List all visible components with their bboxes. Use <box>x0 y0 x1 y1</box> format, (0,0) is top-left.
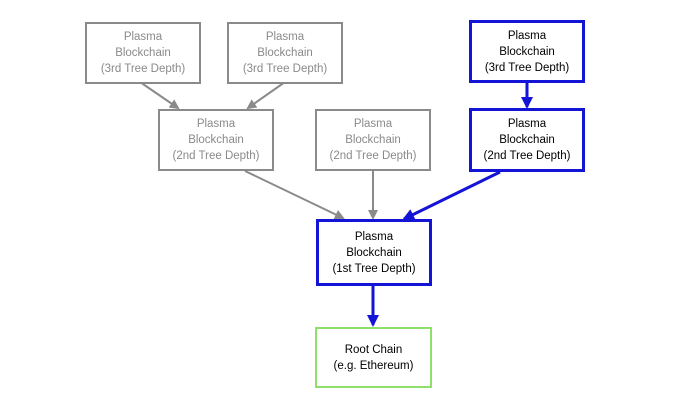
node-label-line1: Plasma <box>265 31 305 43</box>
node-2nd-depth-b: Plasma Blockchain (2nd Tree Depth) <box>315 109 431 171</box>
node-label-line1: Plasma <box>354 230 394 243</box>
node-label-line1: Plasma <box>123 31 163 43</box>
node-label-line2: Blockchain <box>188 134 244 146</box>
node-label-line2: (e.g. Ethereum) <box>333 359 414 372</box>
node-label-line2: Blockchain <box>115 47 171 59</box>
node-label-line3: (3rd Tree Depth) <box>242 63 328 75</box>
node-label-line2: Blockchain <box>499 134 555 146</box>
node-label-line3: (2nd Tree Depth) <box>329 150 417 162</box>
node-label-line2: Blockchain <box>346 246 402 259</box>
node-root-chain: Root Chain (e.g. Ethereum) <box>315 327 432 388</box>
edge-3b-to-2a <box>246 81 286 110</box>
node-label-line1: Plasma <box>507 118 547 130</box>
node-label-line3: (1st Tree Depth) <box>332 262 416 275</box>
node-3rd-depth-a: Plasma Blockchain (3rd Tree Depth) <box>85 22 201 84</box>
node-label-line2: Blockchain <box>257 47 313 59</box>
node-label-line2: Blockchain <box>499 45 555 58</box>
node-label-line1: Plasma <box>353 118 393 130</box>
node-label-line2: Blockchain <box>345 134 401 146</box>
node-label-line3: (2nd Tree Depth) <box>172 150 260 162</box>
node-2nd-depth-a: Plasma Blockchain (2nd Tree Depth) <box>158 109 274 171</box>
node-label-line3: (2nd Tree Depth) <box>483 150 571 162</box>
edge-2c-to-1 <box>402 170 501 221</box>
node-label-line1: Plasma <box>507 29 547 42</box>
node-2nd-depth-c: Plasma Blockchain (2nd Tree Depth) <box>469 108 585 172</box>
node-label-line1: Root Chain <box>344 343 403 356</box>
edge-3a-to-2a <box>139 81 180 110</box>
node-3rd-depth-c: Plasma Blockchain (3rd Tree Depth) <box>469 20 585 83</box>
node-1st-depth: Plasma Blockchain (1st Tree Depth) <box>316 219 432 286</box>
node-3rd-depth-b: Plasma Blockchain (3rd Tree Depth) <box>227 22 343 84</box>
edge-2a-to-1 <box>244 170 345 220</box>
node-label-line3: (3rd Tree Depth) <box>100 63 186 75</box>
node-label-line3: (3rd Tree Depth) <box>484 61 570 74</box>
node-label-line1: Plasma <box>196 118 236 130</box>
